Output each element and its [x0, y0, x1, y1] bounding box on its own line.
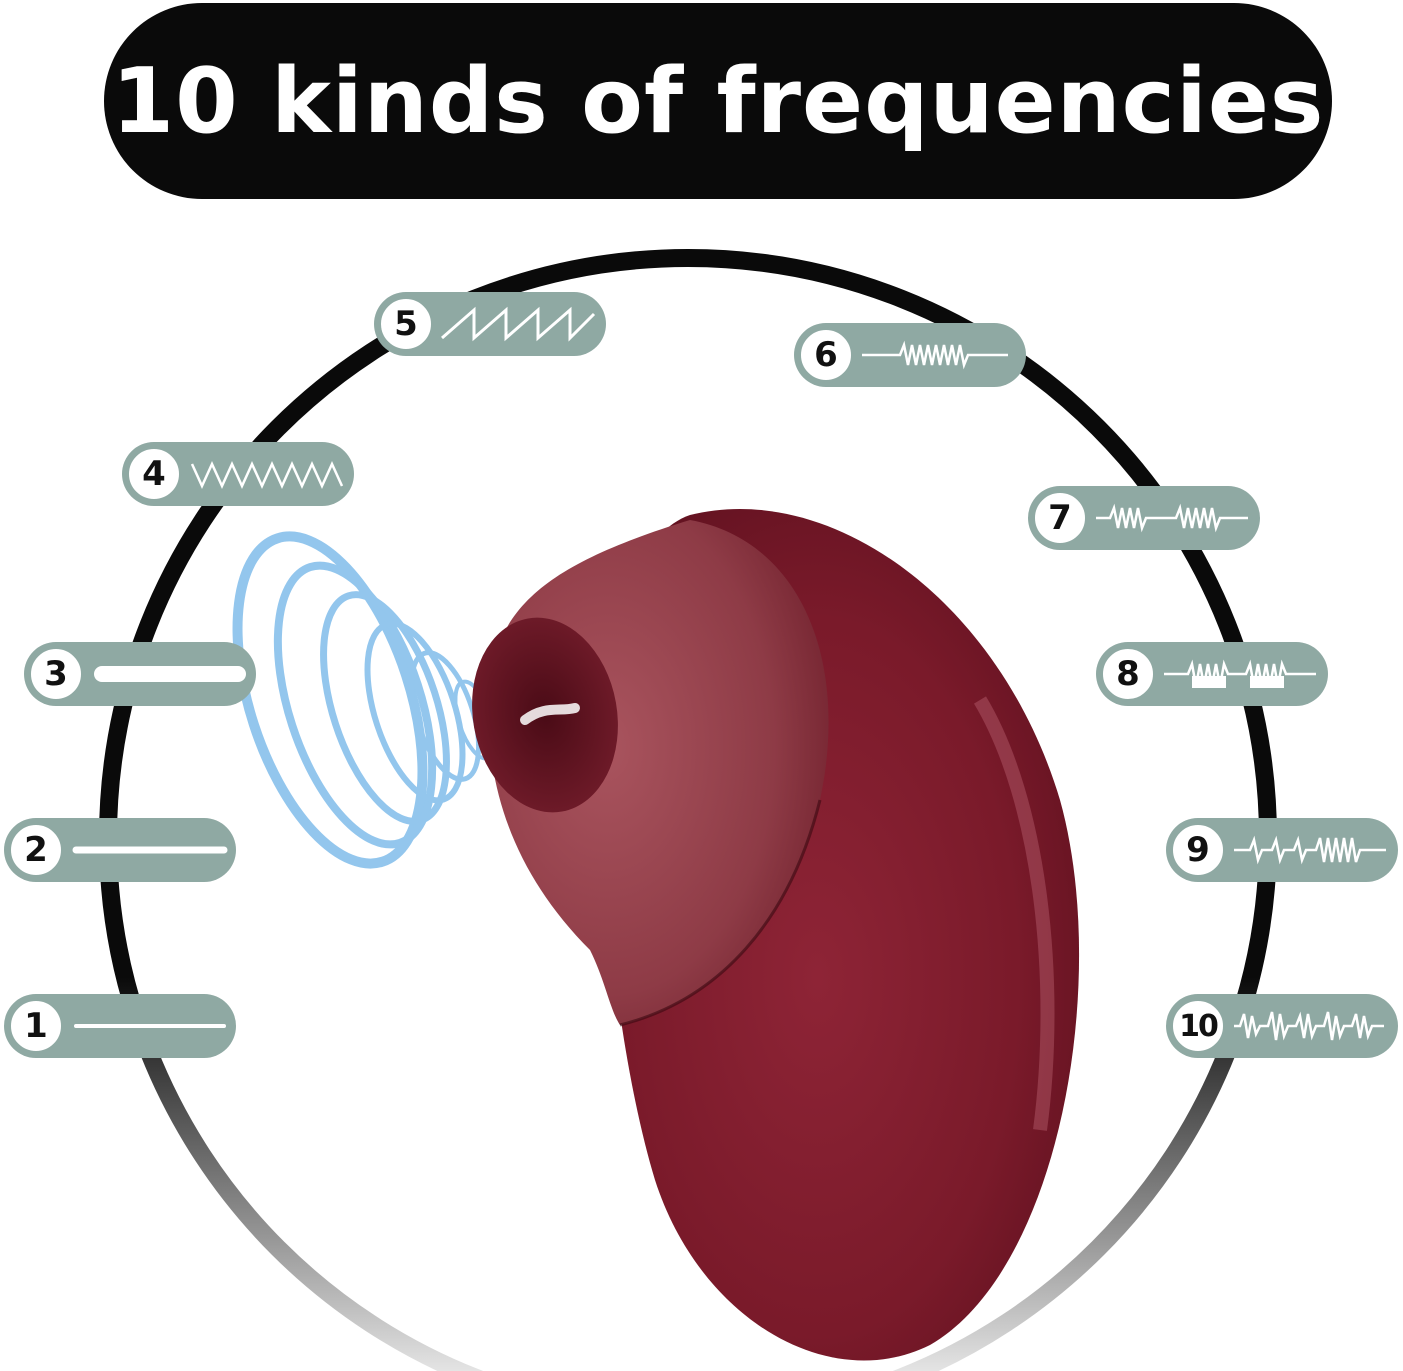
mode-number: 6	[798, 327, 854, 383]
mode-pill-1: 1	[4, 994, 236, 1058]
suction-waves	[232, 531, 513, 869]
mode-pill-2: 2	[4, 818, 236, 882]
title-banner: 10 kinds of frequencies	[104, 3, 1332, 199]
waveform-double-burst-icon	[1096, 503, 1248, 533]
mode-pill-7: 7	[1028, 486, 1260, 550]
waveform-random-bursts-icon	[1234, 1011, 1384, 1041]
mode-number: 4	[126, 446, 182, 502]
waveform-flat-line-icon	[74, 1024, 226, 1028]
mode-number: 1	[8, 998, 64, 1054]
waveform-square-burst-icon	[1164, 659, 1316, 688]
waveform-flat-line-icon	[72, 846, 228, 854]
mode-number: 9	[1170, 822, 1226, 878]
mode-pill-10: 10	[1166, 994, 1398, 1058]
mode-number: 2	[8, 822, 64, 878]
mode-pill-8: 8	[1096, 642, 1328, 706]
waveform-pulse-then-burst-icon	[1234, 835, 1386, 865]
waveform-burst-icon	[862, 340, 1008, 370]
waveform-sawtooth-icon	[441, 306, 596, 342]
mode-pill-4: 4	[122, 442, 354, 506]
mode-number: 10	[1170, 998, 1226, 1054]
mode-pill-5: 5	[374, 292, 606, 356]
mode-number: 5	[378, 296, 434, 352]
mode-pill-3: 3	[24, 642, 256, 706]
mode-pill-9: 9	[1166, 818, 1398, 882]
waveform-zigzag-icon	[190, 460, 344, 490]
page-title: 10 kinds of frequencies	[111, 48, 1325, 154]
mode-pill-6: 6	[794, 323, 1026, 387]
waveform-thick-bar-icon	[94, 666, 246, 682]
mode-number: 3	[28, 646, 84, 702]
mode-number: 7	[1032, 490, 1088, 546]
mode-number: 8	[1100, 646, 1156, 702]
device	[472, 508, 1080, 1361]
